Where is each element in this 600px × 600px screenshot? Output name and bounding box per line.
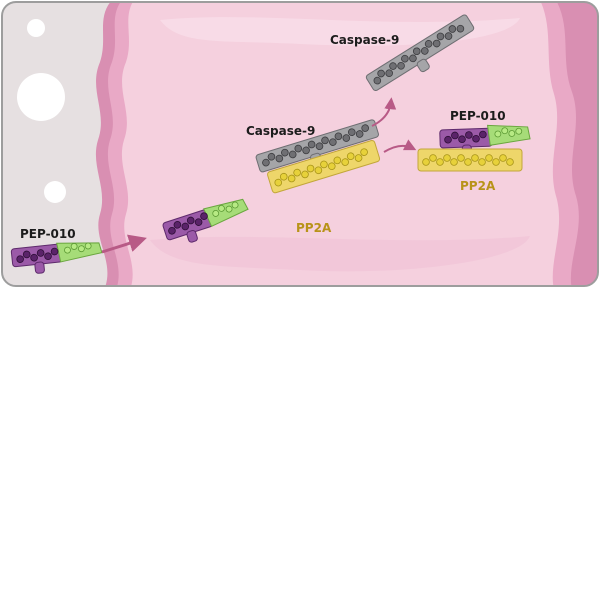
pp2a-molecule-bound — [267, 139, 381, 194]
displacement-arrow — [383, 139, 417, 153]
label-pp2a-right: PP2A — [460, 179, 496, 193]
pep010-molecule-outside — [10, 242, 103, 274]
vesicle — [27, 19, 45, 37]
label-pep010-bound: PEP-010 — [450, 109, 506, 123]
label-caspase9-middle: Caspase-9 — [246, 124, 315, 138]
vesicle — [17, 73, 65, 121]
pep010-molecule-inside — [162, 198, 249, 243]
label-pp2a-middle: PP2A — [296, 221, 332, 235]
diagram-canvas: PEP-010 Caspase-9 PP2A Caspase-9 — [1, 1, 599, 287]
label-pep010-outside: PEP-010 — [20, 227, 76, 241]
cytoplasm-highlight — [150, 236, 530, 272]
vesicle — [44, 181, 66, 203]
label-caspase9-top: Caspase-9 — [330, 33, 399, 47]
panel-border — [1, 1, 599, 287]
caspase9-molecule-released — [365, 14, 475, 91]
entry-arrow — [101, 234, 147, 254]
mechanism-diagram: PEP-010 Caspase-9 PP2A Caspase-9 — [0, 0, 600, 290]
pep010-molecule-bound — [439, 124, 531, 156]
pp2a-molecule-bound-pep010 — [417, 148, 523, 172]
release-arrow — [371, 97, 397, 127]
